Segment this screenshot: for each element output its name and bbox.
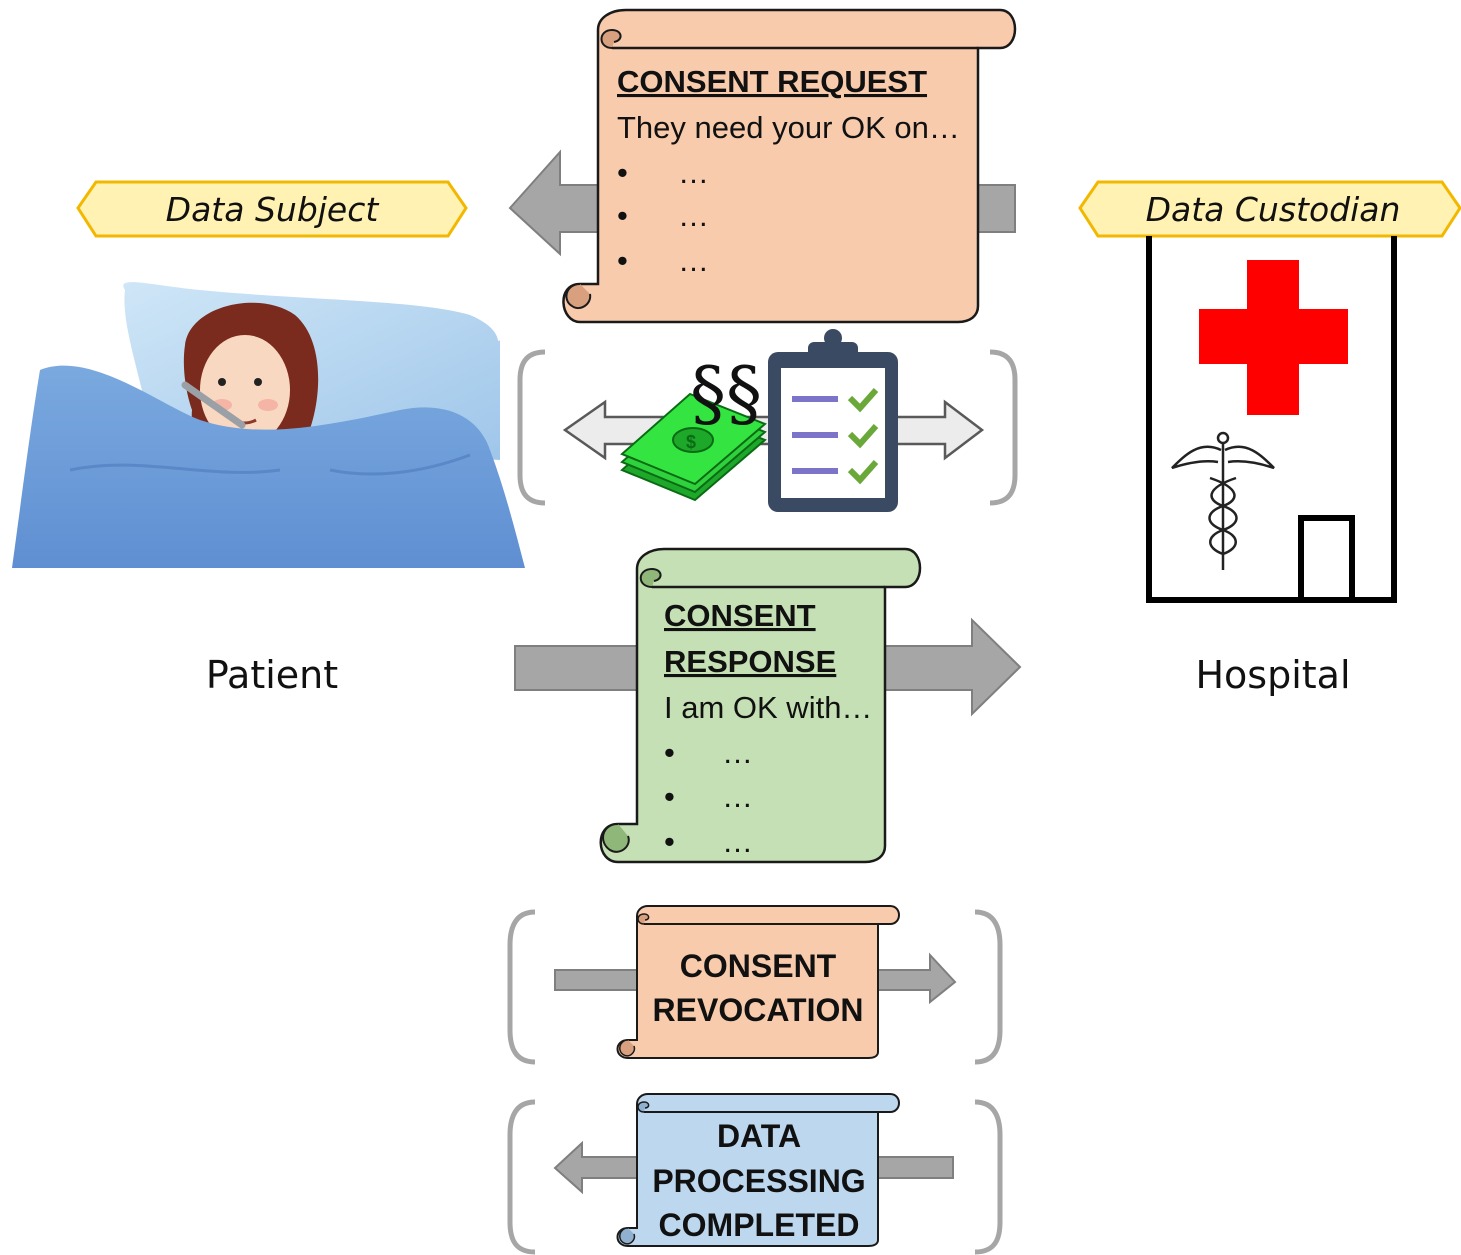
svg-text:•: • [664, 735, 675, 770]
consent-request-title: CONSENT REQUEST [617, 64, 927, 99]
consent-request-bullet-2: … [678, 198, 709, 233]
consent-response-bullet-1: … [722, 735, 753, 770]
data-processing-line1: DATA [717, 1118, 801, 1154]
consent-request-body: They need your OK on… [617, 110, 960, 145]
consent-response-bullet-2: … [722, 779, 753, 814]
clipboard-checklist-icon [768, 329, 898, 512]
hospital-door [1298, 515, 1355, 603]
consent-revocation-line1: CONSENT [680, 948, 837, 984]
consent-revocation-scroll: CONSENT REVOCATION [616, 905, 900, 1059]
consent-response-title-line1: CONSENT [664, 598, 816, 633]
svg-text:•: • [617, 243, 628, 278]
money-icon: $ [620, 392, 767, 502]
data-subject-label: Data Subject [166, 190, 380, 229]
consent-revocation-group: CONSENT REVOCATION [507, 905, 1003, 1065]
consent-request-bullet-1: … [678, 155, 709, 190]
hospital-caption: Hospital [1195, 653, 1350, 697]
legal-exchange-group: $ §§ [517, 329, 1018, 512]
consent-response-bullets: • … • … • … [664, 735, 753, 859]
consent-request-scroll: CONSENT REQUEST They need your OK on… • … [562, 8, 1017, 324]
data-processing-group: DATA PROCESSING COMPLETED [507, 1093, 1003, 1255]
consent-response-bullet-3: … [722, 824, 753, 859]
consent-response-scroll: CONSENT RESPONSE I am OK with… • … • … •… [599, 547, 922, 864]
data-processing-scroll: DATA PROCESSING COMPLETED [616, 1093, 900, 1247]
consent-request-bullet-3: … [678, 243, 709, 278]
patient-illustration [12, 282, 525, 568]
section-sign-symbol: §§ [690, 351, 762, 435]
red-cross-icon [1199, 260, 1348, 415]
consent-revocation-line2: REVOCATION [653, 992, 864, 1028]
svg-text:•: • [617, 155, 628, 190]
hospital-illustration [1146, 236, 1397, 603]
patient-caption: Patient [206, 653, 338, 697]
svg-text:•: • [617, 198, 628, 233]
data-custodian-tag: Data Custodian [1078, 180, 1461, 238]
consent-response-title-line2: RESPONSE [664, 644, 836, 679]
data-processing-line2: PROCESSING [652, 1163, 865, 1199]
data-subject-tag: Data Subject [76, 180, 468, 238]
svg-text:$: $ [686, 432, 696, 452]
caduceus-icon [1171, 431, 1275, 570]
data-custodian-label: Data Custodian [1146, 190, 1401, 229]
svg-text:•: • [664, 824, 675, 859]
data-processing-line3: COMPLETED [659, 1207, 860, 1243]
consent-response-body: I am OK with… [664, 690, 872, 725]
svg-text:•: • [664, 779, 675, 814]
consent-request-bullets: • … • … • … [617, 155, 709, 278]
